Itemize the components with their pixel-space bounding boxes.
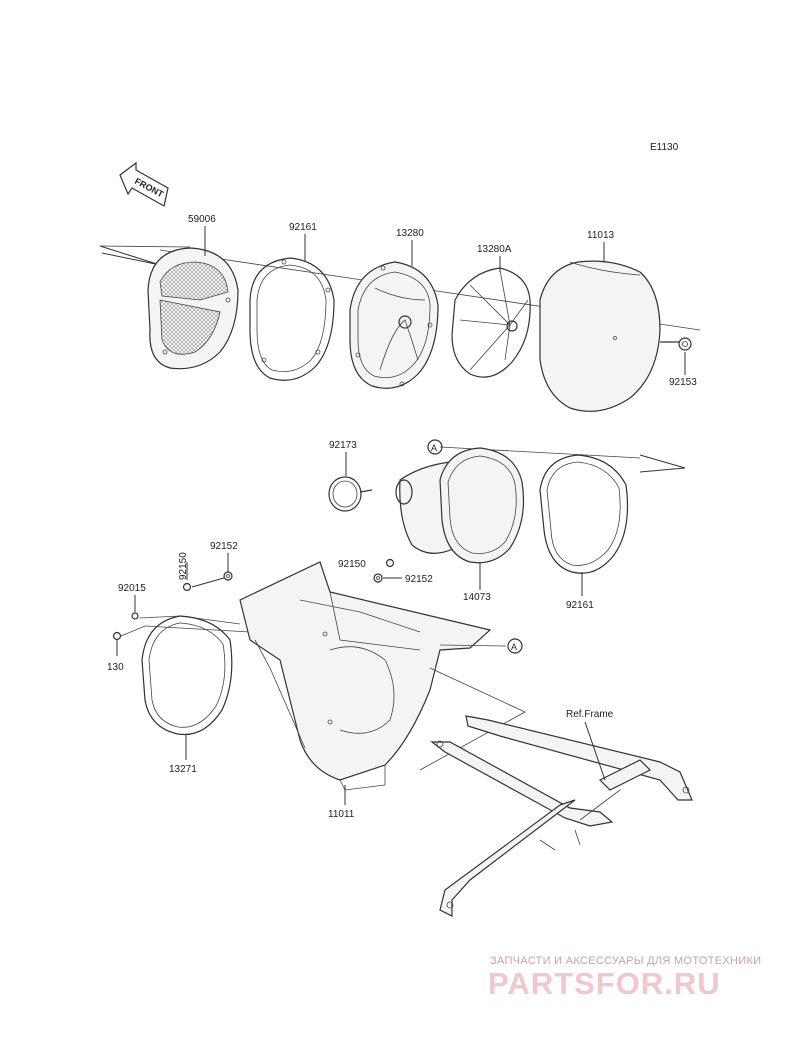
part-11013-filter-element[interactable] xyxy=(539,260,661,412)
label-92173: 92173 xyxy=(329,440,357,451)
label-11011: 11011 xyxy=(328,809,355,820)
part-11011-air-box-case[interactable] xyxy=(239,561,492,791)
svg-text:A: A xyxy=(431,443,437,453)
part-130-bolt[interactable] xyxy=(112,631,122,641)
part-92153-bolt[interactable] xyxy=(660,337,692,351)
svg-text:A: A xyxy=(511,642,517,652)
label-130: 130 xyxy=(107,662,124,673)
part-59006-screen[interactable] xyxy=(147,247,239,370)
label-59006: 59006 xyxy=(188,214,216,225)
label-11013: 11013 xyxy=(587,230,615,241)
label-92150-right: 92150 xyxy=(338,559,366,570)
front-arrow-icon: FRONT xyxy=(119,161,169,207)
label-92152-left: 92152 xyxy=(210,541,238,552)
part-92150-bolt-right[interactable] xyxy=(385,558,395,568)
label-92161-bottom: 92161 xyxy=(566,600,594,611)
callout-a-bottom: A xyxy=(507,638,523,654)
part-92015-bolt[interactable] xyxy=(131,612,139,620)
front-label: FRONT xyxy=(133,176,166,200)
part-92152-washer-right[interactable] xyxy=(373,573,383,583)
callout-a-top: A xyxy=(427,439,443,455)
label-92161-top: 92161 xyxy=(289,222,317,233)
ref-frame xyxy=(430,715,693,917)
ref-frame-label: Ref.Frame xyxy=(566,709,614,720)
part-92161-gasket-bottom[interactable] xyxy=(539,454,629,574)
part-92150-bolt-left[interactable] xyxy=(182,582,192,592)
part-92173-clamp[interactable] xyxy=(328,476,373,512)
label-13280: 13280 xyxy=(396,228,424,239)
watermark-subtitle: ЗАПЧАСТИ И АКСЕССУАРЫ ДЛЯ МОТОТЕХНИКИ xyxy=(490,955,761,967)
part-13271-gasket[interactable] xyxy=(141,615,233,736)
label-92150-left: 92150 xyxy=(178,552,189,580)
label-14073: 14073 xyxy=(463,592,491,603)
watermark-logo: PARTSFOR.RU xyxy=(488,966,721,1001)
label-92153: 92153 xyxy=(669,377,697,388)
part-92161-gasket-top[interactable] xyxy=(249,257,335,381)
part-92152-washer-left[interactable] xyxy=(223,571,233,581)
part-14073-duct[interactable] xyxy=(395,447,525,564)
diagram-code: E1130 xyxy=(650,142,679,153)
part-13280A-cage[interactable] xyxy=(451,267,531,378)
part-13280-holder[interactable] xyxy=(349,261,439,389)
label-13271: 13271 xyxy=(169,764,197,775)
label-13280A: 13280A xyxy=(477,244,512,255)
label-92015: 92015 xyxy=(118,583,146,594)
label-92152-right: 92152 xyxy=(405,574,433,585)
